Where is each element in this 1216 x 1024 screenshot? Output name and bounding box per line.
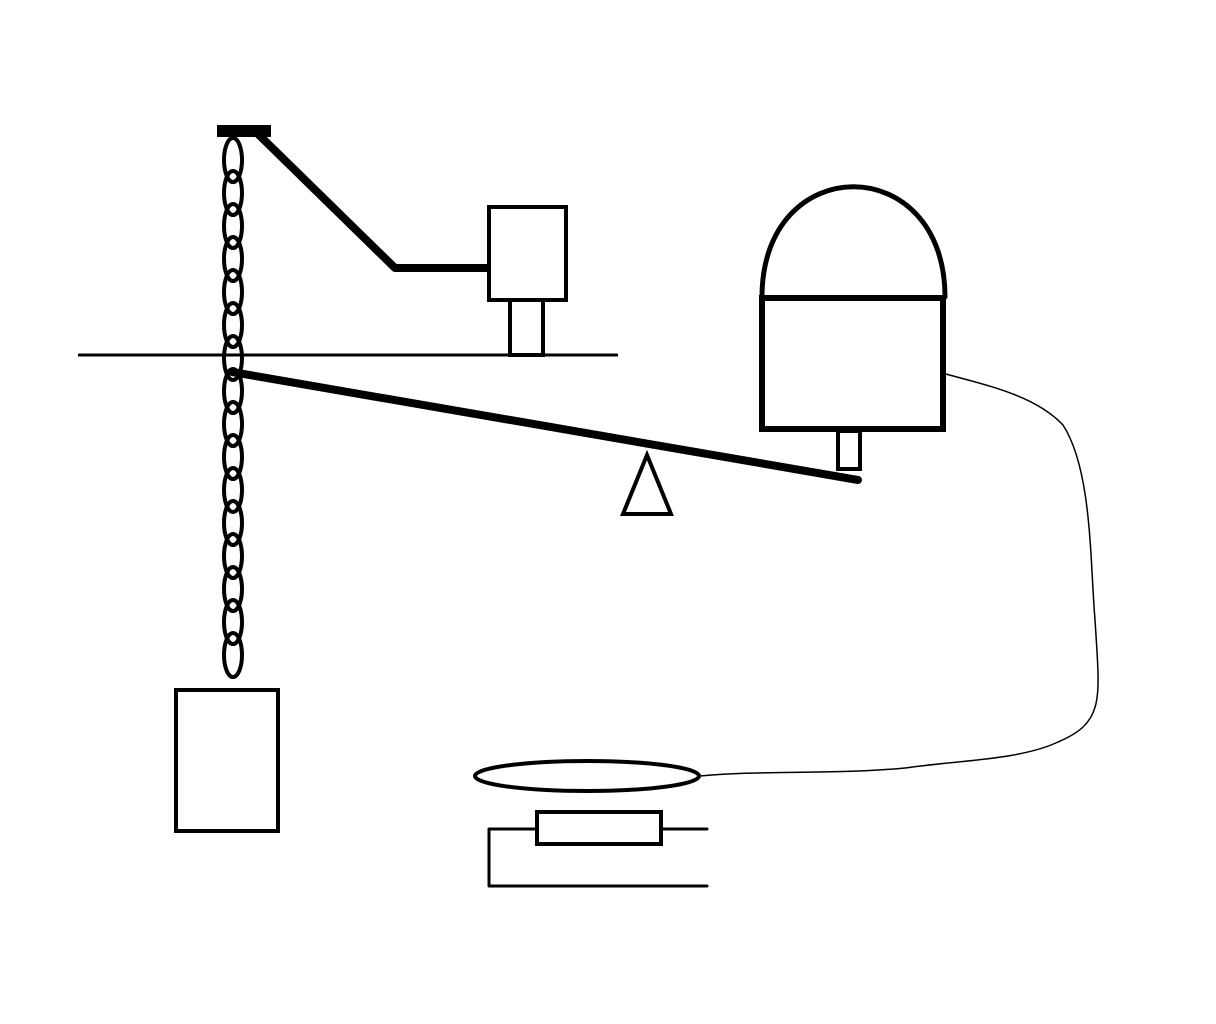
chain-link [222, 334, 244, 382]
chain-link [222, 202, 244, 250]
lever-beam [228, 368, 862, 484]
chain-link [222, 235, 244, 283]
triangle-fulcrum-icon [620, 449, 674, 516]
electromagnet-body [759, 295, 946, 432]
chain [222, 136, 244, 679]
chain-link [222, 400, 244, 448]
small-motor-post [508, 298, 545, 357]
chain-link [222, 565, 244, 613]
crank-arm [254, 130, 499, 272]
chain-link [222, 136, 244, 184]
connecting-wire [699, 373, 1099, 777]
armature-plunger [836, 429, 862, 471]
hanging-weight [174, 688, 280, 833]
small-motor-box [487, 205, 568, 302]
chain-link [222, 433, 244, 481]
chain-link [222, 169, 244, 217]
resistor-icon [535, 810, 663, 846]
coil-loop [473, 759, 701, 793]
chain-link [222, 466, 244, 514]
chain-link [222, 301, 244, 349]
chain-link [222, 631, 244, 679]
chain-link [222, 598, 244, 646]
dome-electromagnet-icon [759, 184, 948, 300]
chain-link [222, 268, 244, 316]
chain-link [222, 532, 244, 580]
chain-link [222, 499, 244, 547]
